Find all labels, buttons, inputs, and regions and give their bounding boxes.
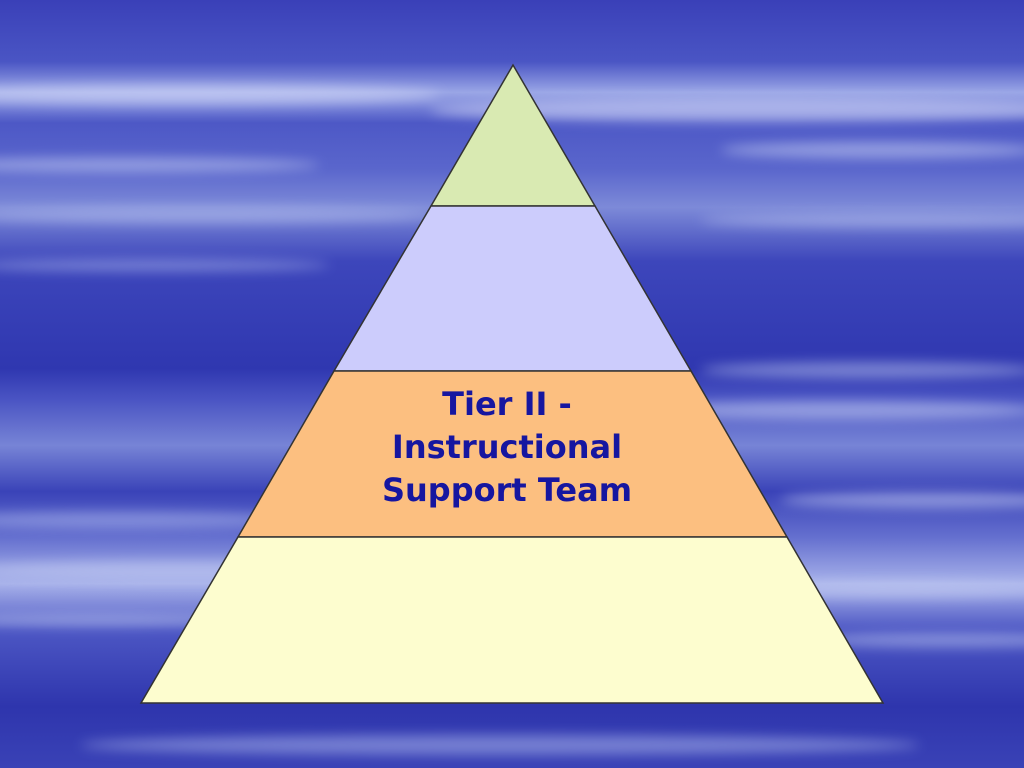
tier-ii-label: Tier II - Instructional Support Team [357,383,657,512]
pyramid-tier-base [139,536,885,704]
tier-ii-label-line-3: Support Team [381,471,633,509]
tier-ii-label-line-1: Tier II - [442,385,572,423]
pyramid-tier-top [429,63,597,207]
pyramid-tier-upper-middle [332,205,693,372]
cloud-streaks [0,85,1024,755]
tier-ii-label-line-2: Instructional [391,428,623,466]
